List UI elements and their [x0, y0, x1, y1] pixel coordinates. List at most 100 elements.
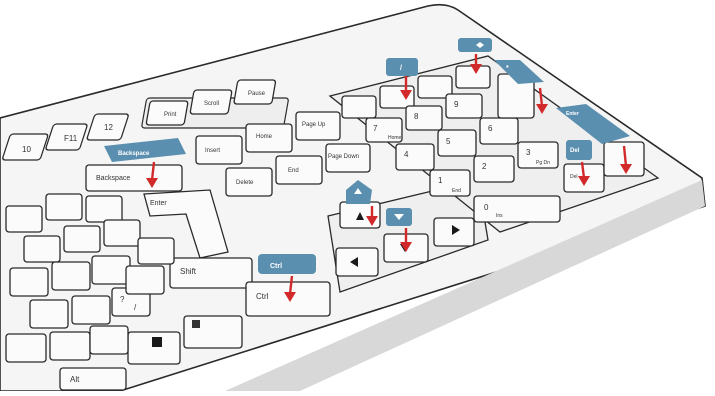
key-num-0-sub: Ins	[496, 213, 503, 219]
callout-ctrl	[258, 254, 316, 274]
key-shift-right	[169, 257, 253, 289]
key-num-1-sub: End	[452, 188, 461, 194]
key-f12	[86, 113, 129, 141]
key-insert	[195, 135, 243, 165]
arrowhead-down	[400, 242, 412, 252]
key-f10-label: 10	[22, 145, 31, 154]
callout-down-icon	[394, 214, 404, 220]
arrow-right-icon	[452, 225, 460, 235]
settings-icon	[476, 42, 484, 48]
letter-key	[89, 325, 129, 355]
key-delete-label: Delete	[236, 180, 254, 186]
red-arrows	[146, 54, 632, 302]
key-num-lock	[341, 95, 377, 119]
key-page-up	[295, 111, 341, 141]
key-scroll	[189, 89, 233, 115]
arrow-to-backspace	[150, 161, 156, 181]
key-num-5-label: 5	[446, 137, 451, 146]
key-page-down	[325, 143, 371, 173]
key-num-7-sub: Home	[388, 135, 402, 141]
key-num-6	[479, 117, 519, 145]
key-num-9-label: 9	[454, 100, 459, 109]
callout-backspace	[104, 138, 186, 162]
callout-slash	[386, 58, 418, 76]
key-f10	[2, 133, 49, 161]
key-backspace-label: Backspace	[96, 175, 130, 182]
key-insert-label: Insert	[205, 148, 220, 154]
letter-key	[103, 219, 141, 247]
key-num-slash	[379, 85, 415, 109]
key-shift-label: Shift	[180, 267, 197, 276]
navigation-key-cluster: Insert Home Page Up Delete End Page Down	[195, 111, 371, 197]
key-home	[245, 123, 293, 153]
key-num-7-label: 7	[373, 124, 378, 133]
letter-key	[51, 261, 91, 291]
arrowhead-slash	[400, 90, 412, 100]
letter-key	[5, 205, 43, 233]
arrowhead-plus	[536, 104, 548, 114]
key-pause-label: Pause	[248, 91, 266, 97]
key-num-3	[517, 141, 559, 169]
key-num-4	[395, 143, 435, 171]
system-key-cluster: Print Scroll Pause	[141, 79, 289, 129]
letter-key	[63, 225, 101, 253]
key-enter-label: Enter	[150, 200, 167, 207]
windows-key-icon	[152, 337, 162, 347]
arrow-to-del	[580, 161, 586, 179]
letter-key	[29, 299, 69, 329]
arrow-to-plus	[538, 87, 544, 107]
menu-key-icon	[192, 320, 200, 328]
arrow-to-ctrl	[288, 275, 294, 295]
key-end-label: End	[288, 168, 299, 174]
key-num-star	[417, 75, 453, 99]
arrowhead-enter	[620, 164, 632, 174]
callout-del	[566, 140, 592, 160]
function-key-row: 10 F11 12	[2, 113, 129, 161]
key-pause	[233, 79, 277, 105]
callout-slash-label: /	[400, 65, 402, 72]
key-num-2-label: 2	[482, 162, 487, 171]
key-num-0	[473, 195, 561, 223]
key-end	[275, 155, 323, 185]
arrow-up-icon	[356, 212, 364, 220]
arrowhead-del	[578, 176, 590, 186]
letter-key	[137, 237, 175, 265]
arrow-left-icon	[350, 257, 358, 267]
key-num-8	[405, 105, 443, 131]
callout-star-label: *	[506, 65, 509, 72]
callouts: Backspace Ctrl / * Enter Del	[104, 38, 630, 274]
key-ctrl-right	[245, 281, 331, 317]
letter-key	[5, 333, 47, 363]
callout-ctrl-label: Ctrl	[270, 263, 282, 270]
letter-key	[23, 235, 61, 263]
key-num-5	[437, 129, 477, 157]
key-alt-label: Alt	[70, 375, 80, 384]
key-num-6-label: 6	[488, 124, 493, 133]
arrowhead-up	[366, 216, 378, 226]
keyboard-front-edge	[225, 180, 705, 391]
key-num-dot-sub: Del	[570, 174, 578, 180]
key-f11-label: F11	[64, 134, 78, 143]
key-home-label: Home	[256, 134, 273, 140]
main-key-block: Backspace Enter Shift Ctrl Alt ? /	[5, 164, 331, 391]
key-num-4-label: 4	[404, 150, 409, 159]
key-num-3-sub: Pg Dn	[536, 160, 550, 166]
callout-enter	[556, 104, 630, 144]
key-page-down-label: Page Down	[328, 154, 359, 160]
key-num-2	[473, 155, 515, 183]
key-num-enter	[603, 141, 645, 177]
arrowhead-ctrl	[284, 292, 296, 302]
key-delete	[225, 167, 273, 197]
letter-key	[49, 331, 91, 361]
letter-key	[45, 193, 83, 221]
letter-key	[9, 267, 49, 297]
callout-minus	[458, 38, 492, 52]
key-slash-label: /	[134, 303, 137, 312]
arrowhead-minus	[470, 64, 482, 74]
letter-key	[91, 255, 131, 285]
key-num-9	[445, 93, 483, 119]
key-f11	[45, 123, 88, 151]
key-windows	[127, 331, 181, 365]
